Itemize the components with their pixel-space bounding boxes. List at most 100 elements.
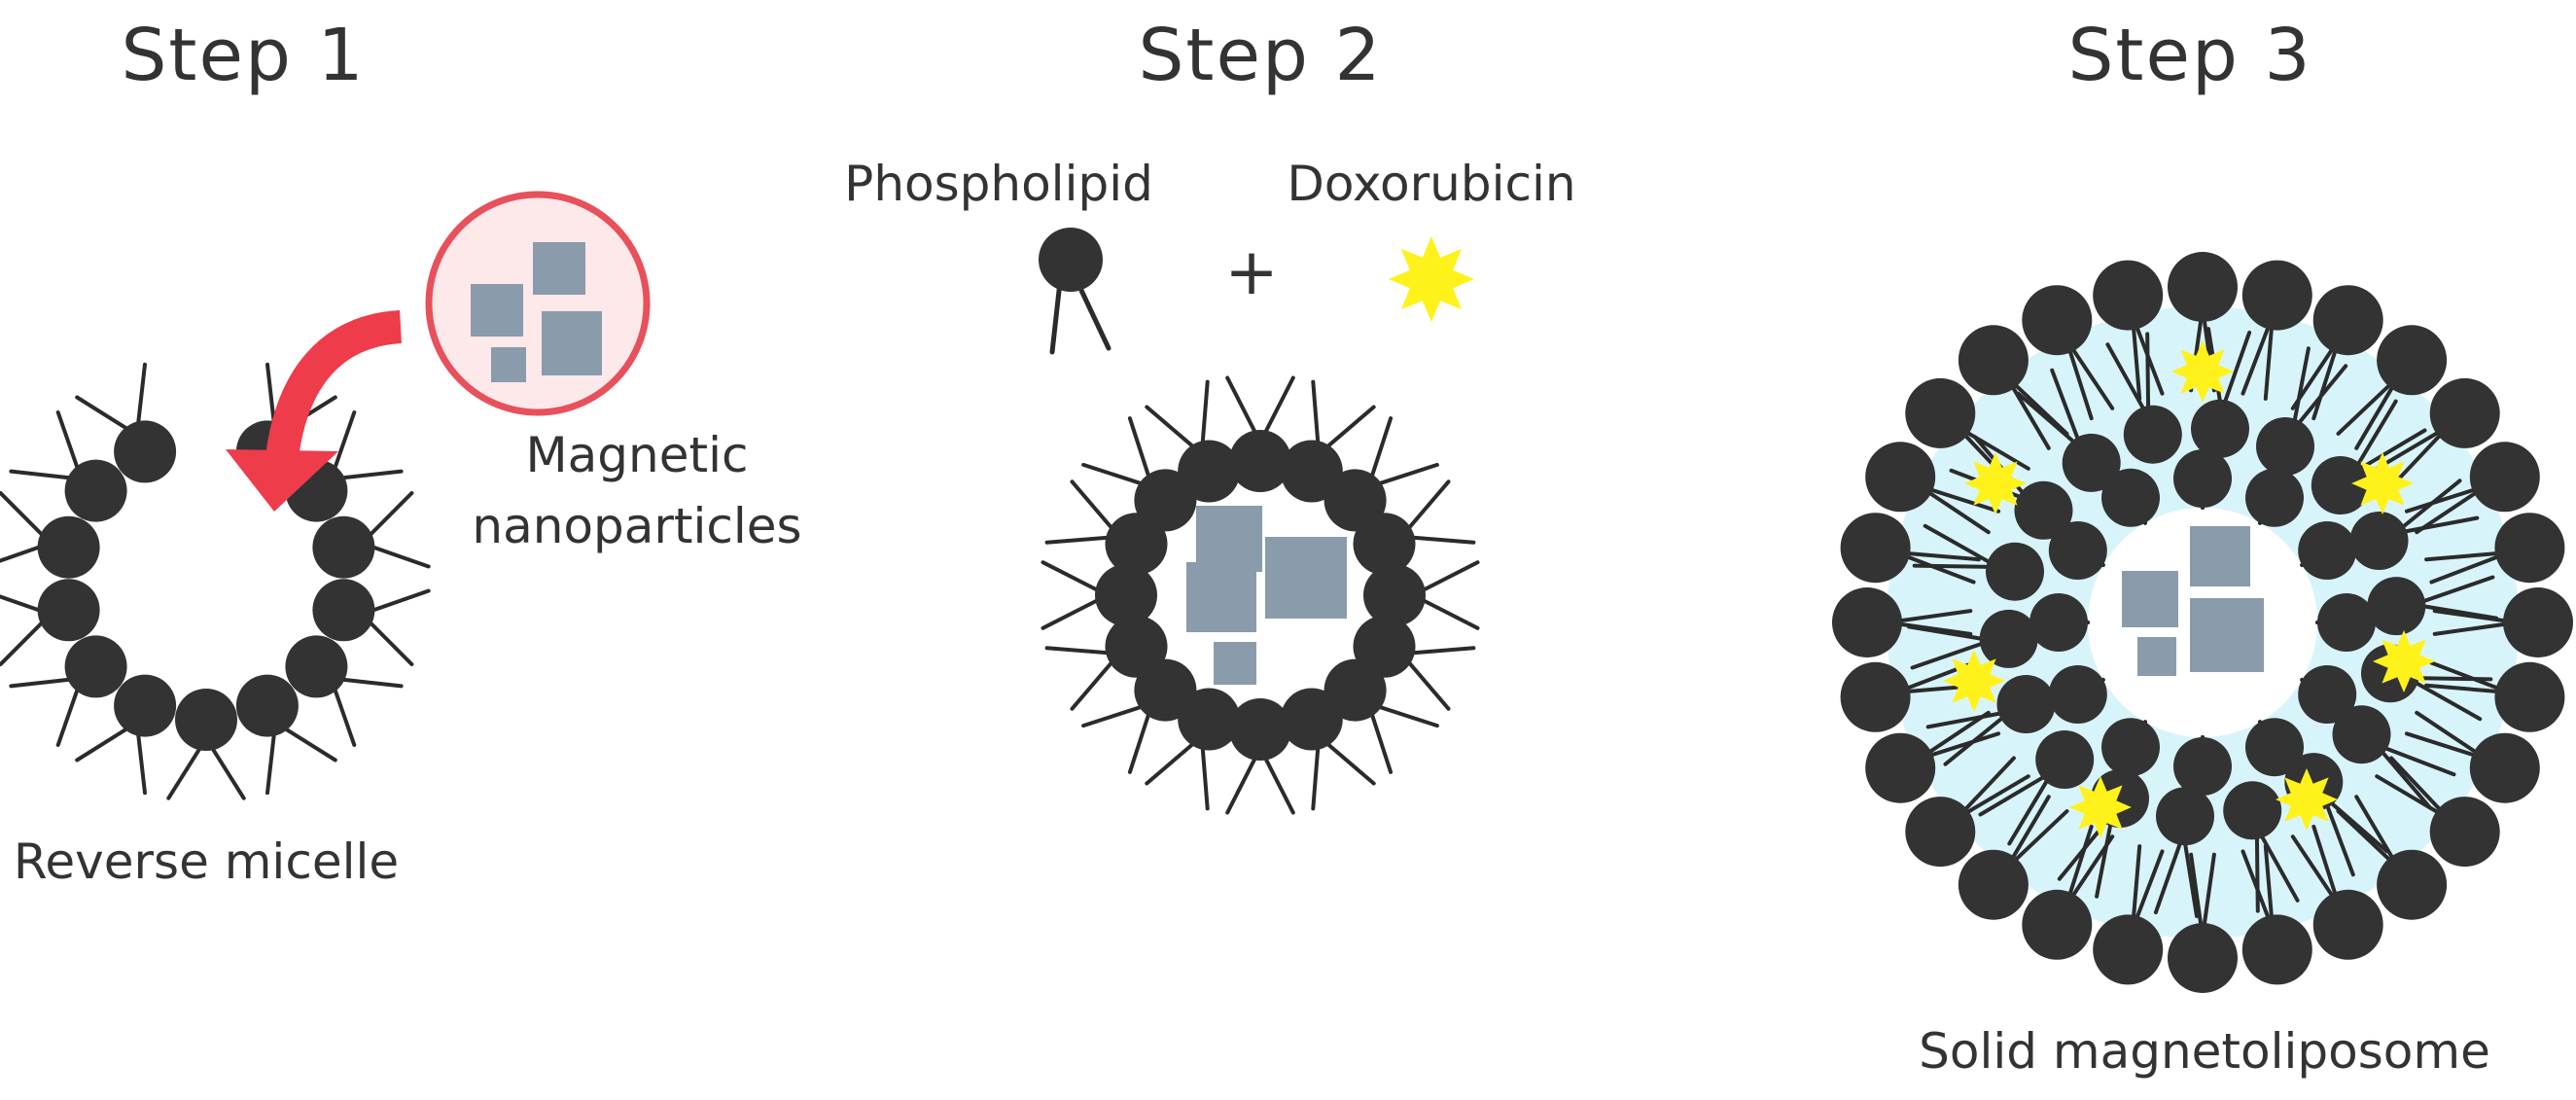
nanoparticle-square-icon <box>2190 598 2264 672</box>
step-1: Step 1 Magnetic nanoparticles Reverse mi… <box>0 14 802 890</box>
nanoparticle-square-icon <box>1196 506 1262 572</box>
phospholipid-icon <box>2298 665 2357 724</box>
phospholipid-icon <box>2153 787 2214 918</box>
phospholipid-icon <box>2022 285 2115 421</box>
step-2-title: Step 2 <box>1138 14 1382 97</box>
phospholipid-icon <box>1039 228 1112 355</box>
nanoparticle-inset <box>425 191 651 416</box>
phospholipid-icon <box>1044 615 1168 711</box>
nanoparticles-label: nanoparticles <box>472 498 801 554</box>
nanoparticle-square-icon <box>1186 562 1256 632</box>
phospholipid-icon <box>2223 781 2300 913</box>
phospholipid-icon <box>2404 710 2540 803</box>
doxorubicin-star-icon <box>1943 650 2005 712</box>
phospholipid-icon <box>2367 575 2498 636</box>
nanoparticle-square-icon <box>2122 571 2178 627</box>
phospholipid-icon <box>235 674 337 796</box>
phospholipid-icon <box>1280 688 1376 811</box>
nanoparticle-square-icon <box>2190 526 2250 586</box>
phospholipid-icon <box>2336 795 2448 920</box>
step-3-title: Step 3 <box>2067 14 2311 97</box>
phospholipid-icon <box>2375 756 2500 868</box>
phospholipid-icon <box>75 674 177 796</box>
doxorubicin-star-icon <box>2373 630 2435 692</box>
phospholipid-icon <box>1363 560 1480 630</box>
phospholipid-icon <box>2245 468 2304 527</box>
phospholipid-icon <box>1905 756 2030 868</box>
phospholipid-icon <box>1041 560 1157 630</box>
phospholipid-icon <box>2349 479 2480 570</box>
doxorubicin-star-icon <box>2171 340 2234 403</box>
phospholipid-icon <box>2256 346 2348 476</box>
phospholipid-icon <box>2173 735 2232 796</box>
phospholipid-icon <box>1865 710 2001 803</box>
phospholipid-icon <box>1978 730 2095 846</box>
doxorubicin-star-icon <box>1389 236 1474 322</box>
phospholipid-icon <box>1865 442 2001 535</box>
phospholipid-icon <box>2332 705 2456 810</box>
phospholipid-icon <box>2315 593 2376 652</box>
doxorubicin-star-icon <box>2069 776 2132 838</box>
nanoparticle-square-icon <box>2137 637 2176 676</box>
phospholipid-icon <box>166 689 246 800</box>
nanoparticle-square-icon <box>471 284 523 337</box>
phospholipid-icon <box>2105 332 2182 464</box>
phospholipid-icon <box>1145 379 1241 503</box>
phospholipid-icon <box>2241 844 2312 985</box>
phospholipid-icon <box>2298 521 2357 580</box>
phospholipid-icon <box>2245 718 2304 777</box>
phospholipid-icon <box>1958 795 2069 920</box>
phospholipid-icon <box>2375 377 2500 489</box>
phospholipid-icon <box>2048 521 2107 580</box>
phospholipid-label: Phospholipid <box>844 156 1153 212</box>
reverse-micelle <box>0 362 431 800</box>
phospholipid-icon <box>2404 442 2540 535</box>
phospholipid-icon <box>1225 375 1295 492</box>
phospholipid-icon <box>2336 325 2448 450</box>
phospholipid-icon <box>0 579 100 666</box>
solid-magnetoliposome-label: Solid magnetoliposome <box>1919 1023 2490 1080</box>
phospholipid-icon <box>2290 824 2383 960</box>
phospholipid-icon <box>285 635 404 747</box>
phospholipid-icon <box>2048 665 2107 724</box>
phospholipid-icon <box>1925 675 2056 766</box>
magnetic-label: Magnetic <box>526 427 749 483</box>
phospholipid-icon <box>2016 368 2121 492</box>
phospholipid-icon <box>2168 852 2238 993</box>
phospholipid-icon <box>2424 513 2565 585</box>
phospholipid-icon <box>9 410 127 522</box>
doxorubicin-star-icon <box>2276 768 2338 831</box>
nanoparticle-square-icon <box>542 311 602 375</box>
inset-circle <box>425 191 651 416</box>
phospholipid-icon <box>9 635 127 747</box>
doxorubicin-label: Doxorubicin <box>1287 156 1575 212</box>
phospholipid-icon <box>1353 479 1476 576</box>
phospholipid-icon <box>2101 718 2160 777</box>
doxorubicin-star-icon <box>2351 452 2414 515</box>
nanoparticle-square-icon <box>491 347 526 382</box>
phospholipid-icon <box>0 491 100 579</box>
phospholipid-icon <box>1323 658 1439 774</box>
phospholipid-icon <box>2191 327 2252 458</box>
phospholipid-icon <box>1225 698 1295 815</box>
plus-sign: + <box>1224 234 1278 309</box>
solid-magnetoliposome <box>1832 252 2573 993</box>
phospholipid-icon <box>75 362 177 483</box>
phospholipid-icon <box>1907 609 2038 670</box>
phospholipid-icon <box>312 579 431 666</box>
phospholipid-icon <box>2029 593 2090 652</box>
nanoparticle-square-icon <box>533 242 585 295</box>
step-2: Step 2 Phospholipid Doxorubicin + <box>844 14 1576 815</box>
doxorubicin-star-icon <box>1964 452 2027 515</box>
step-1-title: Step 1 <box>121 14 365 97</box>
phospholipid-icon <box>1958 325 2069 450</box>
loaded-reverse-micelle <box>1041 375 1480 815</box>
phospholipid-icon <box>1912 523 2044 601</box>
nanoparticle-square-icon <box>1265 537 1347 619</box>
phospholipid-icon <box>2241 260 2312 401</box>
nanoparticle-square-icon <box>1214 642 1256 685</box>
curved-arrow-icon <box>226 310 403 512</box>
phospholipid-icon <box>2173 449 2232 510</box>
phospholipid-icon <box>312 491 431 579</box>
